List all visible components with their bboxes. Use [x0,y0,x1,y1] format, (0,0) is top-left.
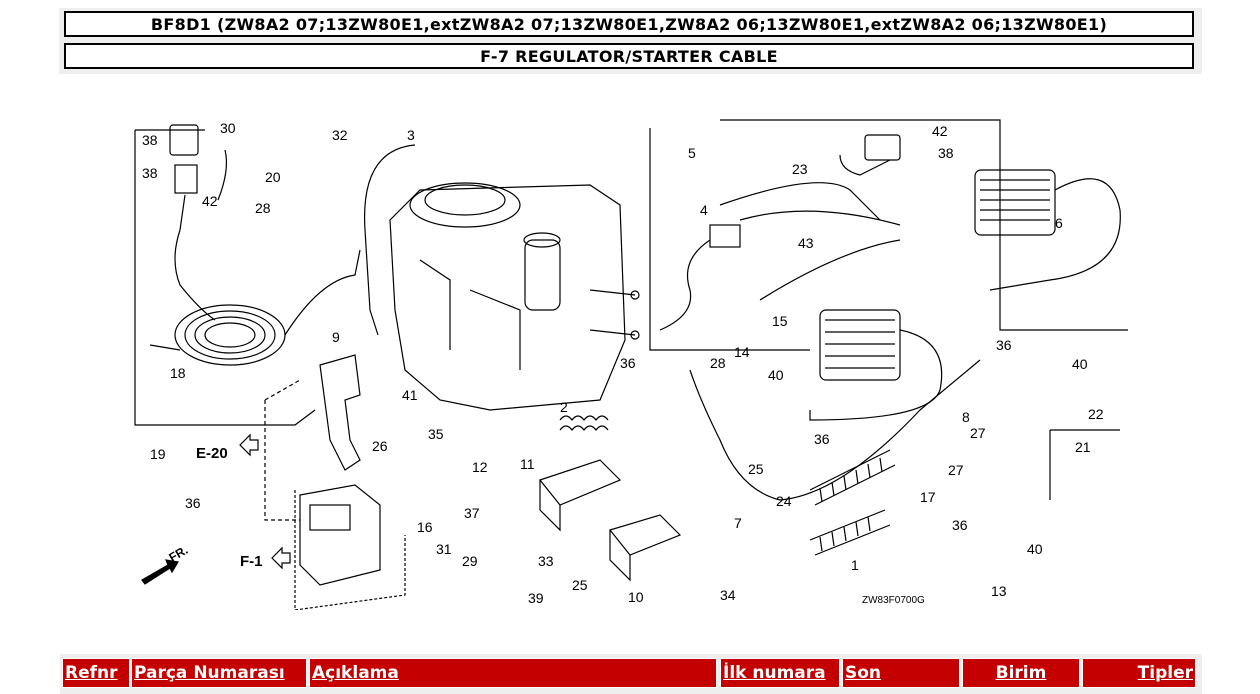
arrow-f1 [271,546,291,570]
tube-24 [809,449,896,506]
callout-number: 35 [428,426,444,442]
callout-number: 26 [372,438,388,454]
col-refnr[interactable]: Refnr [62,658,130,688]
callout-number: 36 [620,355,636,371]
section-title: F-7 REGULATOR/STARTER CABLE [64,43,1194,69]
callout-number: 28 [255,200,271,216]
regulator-middle [759,239,943,421]
arrow-fr [141,559,179,585]
callout-number: 10 [628,589,644,605]
callout-number: 21 [1075,439,1091,455]
harness-right [659,134,901,331]
callout-number: 27 [970,425,986,441]
callout-number: 17 [920,489,936,505]
callout-number: 29 [462,553,478,569]
spring-2 [559,415,609,431]
callout-number: 18 [170,365,186,381]
callout-number: 11 [520,456,535,472]
callout-number: 23 [792,161,808,177]
callout-number: 2 [560,399,568,415]
parts-diagram: 38 30 32 3 5 42 38 20 42 23 38 28 4 43 6… [134,119,1128,610]
callout-number: 13 [991,583,1007,599]
callout-number: 27 [948,462,964,478]
model-title: BF8D1 (ZW8A2 07;13ZW80E1,extZW8A2 07;13Z… [64,11,1194,37]
relay-11 [538,459,622,532]
callout-number: 36 [814,431,830,447]
callout-number: 36 [996,337,1012,353]
callout-number: 4 [700,202,708,218]
arrow-e20 [239,433,259,457]
callout-number: 12 [472,459,488,475]
cable-coil [149,229,361,366]
callout-number: 39 [528,590,544,606]
callout-number: 31 [436,541,452,557]
callout-number: 25 [748,461,764,477]
ref-f1: F-1 [240,553,263,570]
callout-number: 15 [772,313,788,329]
callout-number: 42 [202,193,218,209]
col-types[interactable]: Tipler [1082,658,1196,688]
callout-number: 9 [332,329,340,345]
col-part-number[interactable]: Parça Numarası [131,658,307,688]
callout-number: 42 [932,123,948,139]
callout-number: 41 [402,387,418,403]
callout-number: 19 [150,446,166,462]
callout-number: 8 [962,409,970,425]
relay-10 [608,514,682,582]
callout-number: 38 [142,132,158,148]
callout-number: 20 [265,169,281,185]
callout-number: 14 [734,344,750,360]
col-description[interactable]: Açıklama [309,658,717,688]
callout-number: 43 [798,235,814,251]
callout-number: 33 [538,553,554,569]
callout-number: 38 [938,145,954,161]
engine-block [389,182,640,411]
tube-1 [809,509,891,556]
ref-e20: E-20 [196,445,228,462]
callout-number: 34 [720,587,736,603]
callout-labels: 38 30 32 3 5 42 38 20 42 23 38 28 4 43 6… [142,120,1104,606]
starter-cable [363,144,416,336]
connector-42-left [169,124,228,231]
bracket-9 [319,354,361,471]
callout-number: 40 [1027,541,1043,557]
callout-number: 37 [464,505,480,521]
callout-number: 5 [688,145,696,161]
callout-number: 24 [776,493,792,509]
callout-number: 36 [952,517,968,533]
col-unit[interactable]: Birim [962,658,1080,688]
callout-number: 32 [332,127,348,143]
parts-table-header: Refnr Parça Numarası Açıklama İlk numara… [60,654,1202,694]
col-first-number[interactable]: İlk numara [720,658,840,688]
callout-number: 30 [220,120,236,136]
callout-number: 16 [417,519,433,535]
col-last[interactable]: Son [842,658,960,688]
diagram-code: ZW83F0700G [862,595,925,606]
callout-number: 7 [734,515,742,531]
callout-number: 40 [768,367,784,383]
callout-number: 25 [572,577,588,593]
callout-number: 6 [1055,215,1063,231]
callout-number: 36 [185,495,201,511]
callout-number: 1 [851,557,859,573]
bracket-f1 [299,484,381,586]
callout-number: 38 [142,165,158,181]
callout-number: 40 [1072,356,1088,372]
callout-number: 28 [710,355,726,371]
callout-number: 3 [407,127,415,143]
callout-number: 22 [1088,406,1104,422]
regulator-top-right [974,169,1121,291]
